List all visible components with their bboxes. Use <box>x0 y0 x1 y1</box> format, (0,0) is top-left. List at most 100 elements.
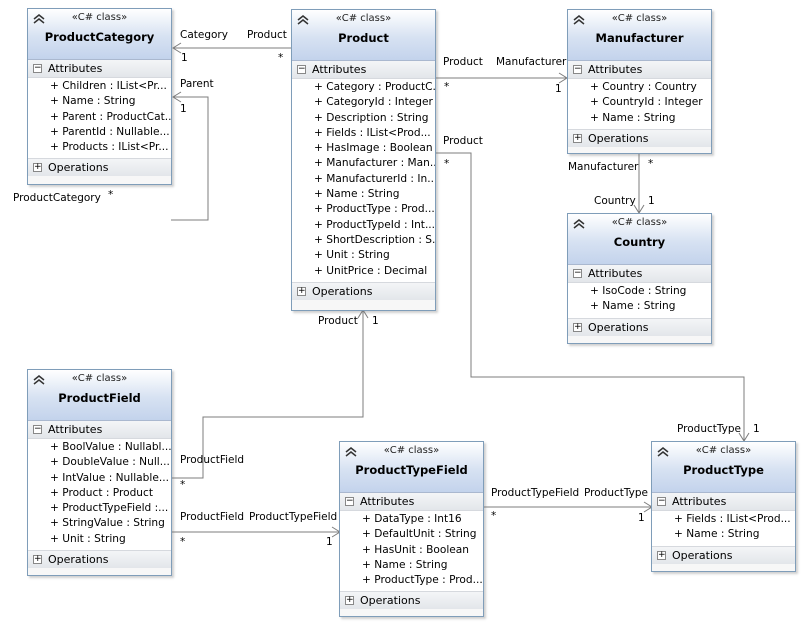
attribute-item[interactable]: + HasImage : Boolean <box>314 142 433 155</box>
class-name: Product <box>338 31 389 45</box>
attribute-item[interactable]: + Manufacturer : Man... <box>314 157 435 170</box>
expand-plus-icon[interactable]: + <box>657 549 666 560</box>
attributes-label: Attributes <box>48 62 103 75</box>
operations-section[interactable]: + Operations <box>652 545 795 564</box>
operations-section[interactable]: +Operations <box>340 591 483 610</box>
operations-section[interactable]: +Operations <box>28 550 171 569</box>
attributes-section[interactable]: −Attributes <box>292 61 435 79</box>
operations-section[interactable]: + Operations <box>292 281 435 300</box>
attribute-item[interactable]: + CountryId : Integer <box>590 96 703 109</box>
line-productfield-product <box>171 311 364 479</box>
attribute-list: + Category : ProductC... + CategoryId : … <box>292 79 435 282</box>
operations-label: Operations <box>672 548 733 562</box>
class-product-type[interactable]: «C# class» ProductType −Attributes + Fie… <box>651 441 796 572</box>
attributes-section[interactable]: −Attributes <box>652 493 795 511</box>
collapse-chevron-icon[interactable] <box>32 13 46 25</box>
collapse-minus-icon[interactable]: − <box>33 424 42 434</box>
attribute-item[interactable]: + Parent : ProductCat... <box>50 110 171 123</box>
attribute-item[interactable]: + Name : String <box>362 558 448 571</box>
attribute-item[interactable]: + IntValue : Nullable... <box>50 471 169 484</box>
attribute-item[interactable]: + Children : IList<Pr... <box>50 80 167 92</box>
attribute-list: + BoolValue : Nullabl... + DoubleValue :… <box>28 439 171 551</box>
attribute-item[interactable]: + Fields : IList<Prod... <box>314 126 431 139</box>
attribute-item[interactable]: + BoolValue : Nullabl... <box>50 441 171 453</box>
expand-plus-icon[interactable]: + <box>33 554 42 565</box>
attributes-section[interactable]: −Attributes <box>568 265 711 283</box>
collapse-chevron-icon[interactable] <box>656 446 670 458</box>
operations-section[interactable]: +Operations <box>568 317 711 336</box>
attribute-item[interactable]: + ManufacturerId : In... <box>314 172 435 185</box>
collapse-chevron-icon[interactable] <box>572 218 586 230</box>
attribute-item[interactable]: + Description : String <box>314 111 429 124</box>
attributes-label: Attributes <box>672 495 727 508</box>
attribute-item[interactable]: + Name : String <box>590 111 676 124</box>
expand-plus-icon[interactable]: + <box>573 321 582 332</box>
attribute-item[interactable]: + StringValue : String <box>50 517 165 530</box>
attribute-item[interactable]: + ProductType : Prod... <box>362 574 483 587</box>
class-header: «C# class» ProductTypeField <box>340 442 483 493</box>
attribute-list: + DataType : Int16 + DefaultUnit : Strin… <box>340 511 483 592</box>
collapse-chevron-icon[interactable] <box>572 14 586 26</box>
collapse-chevron-icon[interactable] <box>32 374 46 386</box>
attribute-item[interactable]: + ProductTypeId : Int... <box>314 218 435 231</box>
attribute-item[interactable]: + HasUnit : Boolean <box>362 543 469 556</box>
attribute-item[interactable]: + Fields : IList<Prod... <box>674 513 791 525</box>
assoc-mult-producttypefield: 1 <box>326 536 333 548</box>
arrow-product-category <box>172 42 182 54</box>
assoc-label-product-ptype: Product <box>443 135 483 147</box>
attribute-item[interactable]: + ParentId : Nullable... <box>50 125 170 138</box>
attribute-item[interactable]: + ProductTypeField :... <box>50 502 169 515</box>
class-manufacturer[interactable]: «C# class» Manufacturer −Attributes + Co… <box>567 9 712 154</box>
operations-label: Operations <box>48 161 109 175</box>
class-country[interactable]: «C# class» Country −Attributes + IsoCode… <box>567 213 712 344</box>
attribute-item[interactable]: + Name : String <box>314 188 400 201</box>
collapse-minus-icon[interactable]: − <box>297 64 306 74</box>
class-product-field[interactable]: «C# class» ProductField −Attributes + Bo… <box>27 369 172 576</box>
attribute-item[interactable]: + IsoCode : String <box>590 285 687 297</box>
expand-plus-icon[interactable]: + <box>345 595 354 606</box>
collapse-chevron-icon[interactable] <box>296 14 310 26</box>
attribute-item[interactable]: + DefaultUnit : String <box>362 528 477 541</box>
class-product-type-field[interactable]: «C# class» ProductTypeField −Attributes … <box>339 441 484 617</box>
operations-section[interactable]: +Operations <box>568 128 711 147</box>
attribute-item[interactable]: + Name : String <box>590 300 676 313</box>
attribute-item[interactable]: + DoubleValue : Null... <box>50 456 170 469</box>
class-header: «C# class» Product <box>292 10 435 61</box>
expand-plus-icon[interactable]: + <box>33 162 42 173</box>
class-product[interactable]: «C# class» Product −Attributes + Categor… <box>291 9 436 311</box>
assoc-label-producttypefield: ProductTypeField <box>249 511 338 523</box>
collapse-minus-icon[interactable]: − <box>657 496 666 506</box>
attribute-item[interactable]: + ShortDescription : S... <box>314 233 435 246</box>
attribute-item[interactable]: + Products : IList<Pr... <box>50 141 169 154</box>
attributes-section[interactable]: −Attributes <box>568 61 711 79</box>
attribute-item[interactable]: + Product : Product <box>50 486 153 499</box>
class-product-category[interactable]: «C# class» ProductCategory −Attributes +… <box>27 8 172 185</box>
collapse-minus-icon[interactable]: − <box>573 268 582 278</box>
attribute-item[interactable]: + Unit : String <box>50 532 126 545</box>
attribute-item[interactable]: + CategoryId : Integer <box>314 96 433 109</box>
attribute-item[interactable]: + Category : ProductC... <box>314 81 435 93</box>
collapse-chevron-icon[interactable] <box>344 446 358 458</box>
attribute-item[interactable]: + Name : String <box>674 528 760 541</box>
operations-section[interactable]: + Operations <box>28 158 171 177</box>
attribute-item[interactable]: + UnitPrice : Decimal <box>314 264 428 277</box>
attributes-section[interactable]: −Attributes <box>28 60 171 78</box>
arrow-productfield-product <box>357 309 369 319</box>
attributes-section[interactable]: −Attributes <box>28 421 171 439</box>
attribute-item[interactable]: + Name : String <box>50 95 136 108</box>
attributes-section[interactable]: −Attributes <box>340 493 483 511</box>
attribute-item[interactable]: + ProductType : Prod... <box>314 203 435 216</box>
attribute-item[interactable]: + Unit : String <box>314 249 390 262</box>
expand-plus-icon[interactable]: + <box>573 132 582 143</box>
collapse-minus-icon[interactable]: − <box>573 64 582 74</box>
collapse-minus-icon[interactable]: − <box>345 496 354 506</box>
attribute-item[interactable]: + DataType : Int16 <box>362 513 462 525</box>
assoc-label-category: Category <box>180 29 228 41</box>
assoc-mult-product-ptype: * <box>444 158 450 170</box>
expand-plus-icon[interactable]: + <box>297 285 306 296</box>
assoc-label-productcategory: ProductCategory <box>13 192 101 204</box>
attribute-list: + IsoCode : String + Name : String <box>568 283 711 318</box>
operations-label: Operations <box>312 284 373 298</box>
attribute-item[interactable]: + Country : Country <box>590 81 697 93</box>
collapse-minus-icon[interactable]: − <box>33 63 42 73</box>
